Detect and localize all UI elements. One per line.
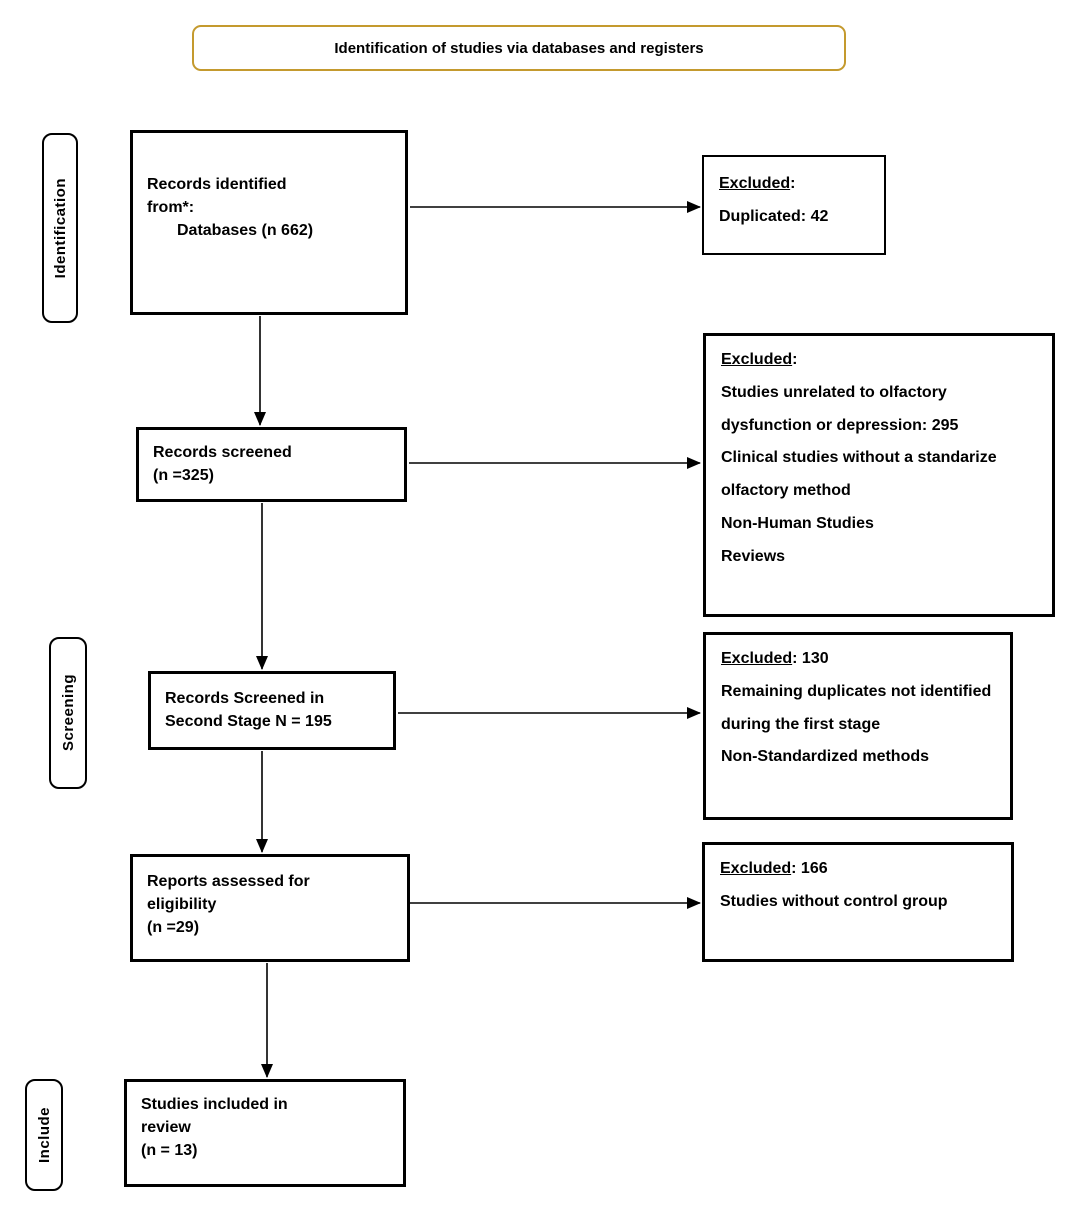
excluded-heading-suffix: : 130 — [792, 650, 829, 667]
excluded-heading-label: Excluded — [719, 175, 791, 192]
excluded-heading-suffix: : — [792, 351, 798, 368]
flow-box-text-line: eligibility — [147, 896, 217, 914]
flow-box-reports-assessed: Reports assessed for eligibility (n =29) — [130, 854, 410, 962]
excluded-reason: Duplicated: 42 — [719, 207, 829, 225]
stage-label-text: Include — [35, 1106, 53, 1163]
flow-box-text-line: Studies included in — [141, 1096, 288, 1113]
stage-label-include: Include — [25, 1079, 63, 1191]
flow-box-text-line: Records Screened in — [165, 690, 325, 707]
excluded-heading: Excluded: — [721, 344, 1037, 377]
excluded-reason: Remaining duplicates not identified duri… — [721, 682, 992, 733]
flow-box-text-line: review — [141, 1119, 191, 1137]
excluded-heading-label: Excluded — [721, 650, 793, 667]
flow-box-text-line: (n =325) — [153, 467, 214, 485]
stage-label-screening: Screening — [49, 637, 87, 789]
excluded-heading: Excluded: 130 — [721, 643, 995, 676]
flow-box-text-line: Second Stage N = 195 — [165, 713, 332, 731]
flow-box-text-line: (n = 13) — [141, 1142, 198, 1160]
excluded-heading-label: Excluded — [720, 860, 792, 877]
title-box: Identification of studies via databases … — [192, 25, 846, 71]
flow-box-text-line: Reports assessed for — [147, 873, 310, 890]
stage-label-text: Identification — [51, 177, 69, 279]
excluded-box-duplicates: Excluded: Duplicated: 42 — [702, 155, 886, 255]
excluded-box-second-stage-reasons: Excluded: 130 Remaining duplicates not i… — [703, 632, 1013, 820]
flow-box-studies-included: Studies included in review (n = 13) — [124, 1079, 406, 1187]
flow-box-text-line: from*: — [147, 199, 195, 217]
excluded-box-no-control-group: Excluded: 166 Studies without control gr… — [702, 842, 1014, 962]
excluded-heading: Excluded: 166 — [720, 853, 996, 886]
excluded-reason: Studies without control group — [720, 892, 948, 910]
excluded-reason: Non-Standardized methods — [721, 748, 930, 766]
flow-box-text-line: Databases (n 662) — [177, 222, 314, 240]
stage-label-identification: Identification — [42, 133, 78, 323]
flow-box-text-line: (n =29) — [147, 919, 200, 937]
excluded-box-first-stage-reasons: Excluded: Studies unrelated to olfactory… — [703, 333, 1055, 617]
title-text: Identification of studies via databases … — [334, 39, 704, 57]
excluded-heading-suffix: : 166 — [791, 860, 828, 877]
excluded-reason: Reviews — [721, 547, 786, 565]
flow-box-text-line: Records screened — [153, 444, 292, 461]
stage-label-text: Screening — [59, 674, 77, 752]
flow-box-records-identified: Records identified from*: Databases (n 6… — [130, 130, 408, 315]
flow-box-text-line: Records identified — [147, 176, 287, 193]
excluded-reason: Clinical studies without a standarize ol… — [721, 449, 997, 500]
excluded-reason: Studies unrelated to olfactory dysfuncti… — [721, 383, 959, 434]
excluded-reason: Non-Human Studies — [721, 514, 874, 532]
flow-box-records-screened-second-stage: Records Screened in Second Stage N = 195 — [148, 671, 396, 750]
excluded-heading: Excluded: — [719, 168, 869, 201]
excluded-heading-suffix: : — [790, 175, 796, 192]
excluded-heading-label: Excluded — [721, 351, 793, 368]
flow-box-records-screened: Records screened (n =325) — [136, 427, 407, 502]
